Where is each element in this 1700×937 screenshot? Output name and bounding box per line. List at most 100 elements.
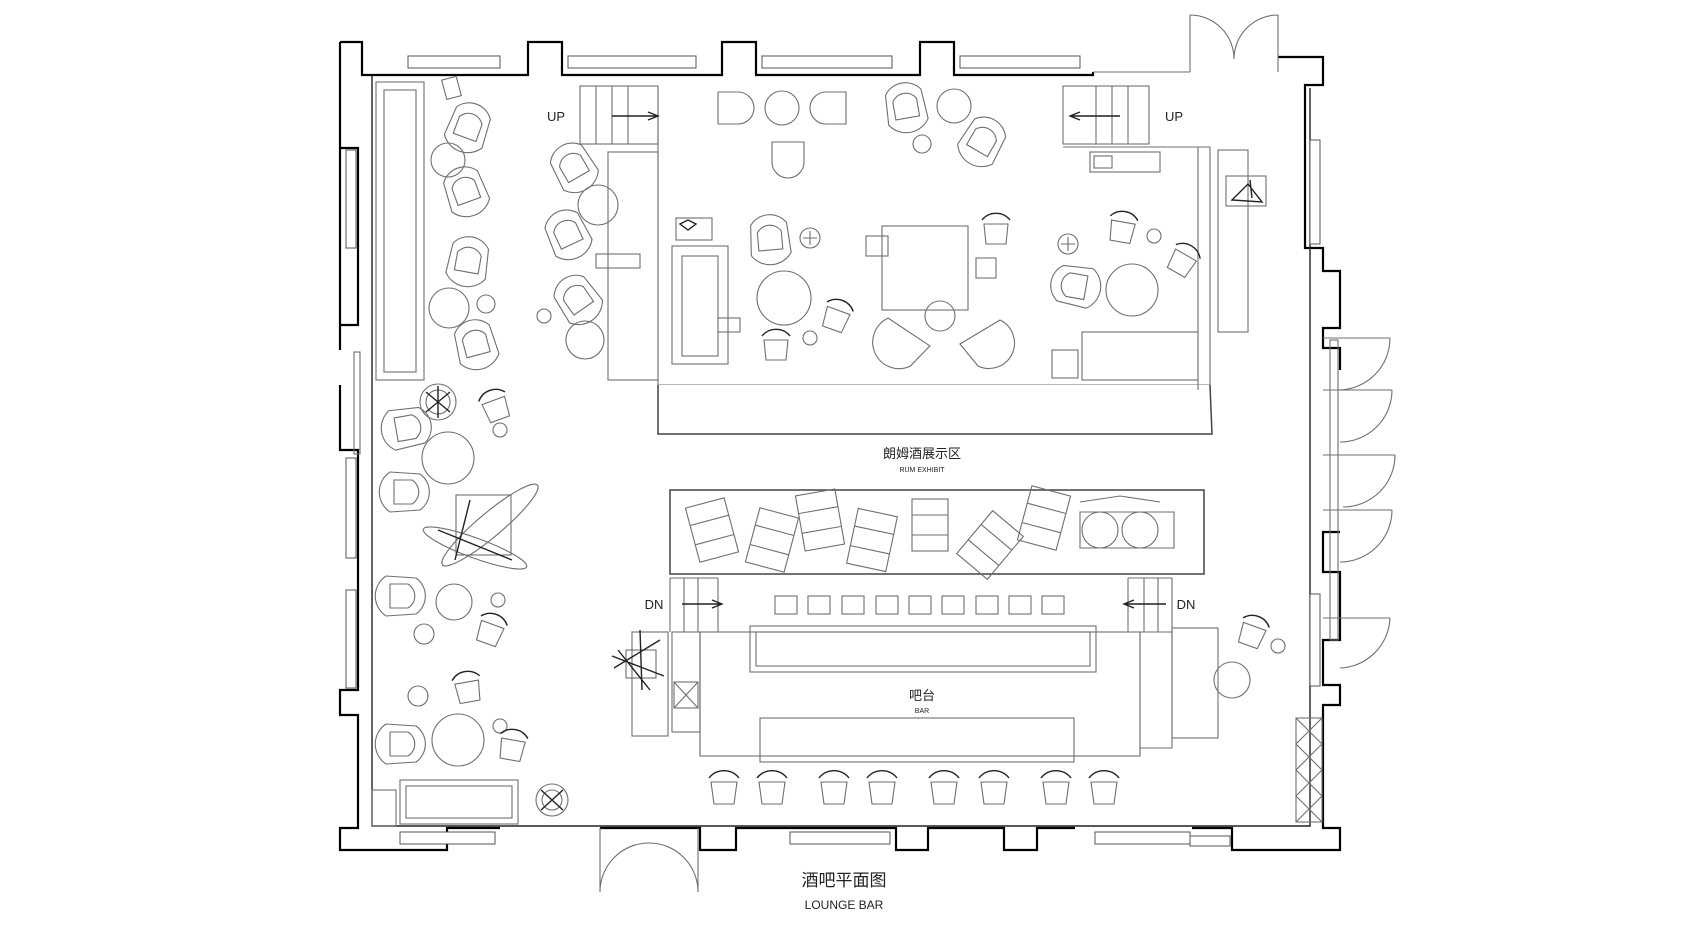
stair-up-left-label: UP <box>547 109 565 124</box>
barrel <box>684 497 740 563</box>
small-stool <box>802 330 818 346</box>
central-display-table <box>881 225 969 311</box>
window <box>399 831 496 845</box>
bar-plant <box>611 629 665 691</box>
plan-title-cn: 酒吧平面图 <box>802 871 887 890</box>
bar-label-cn: 吧台 <box>909 688 935 703</box>
exhibit-right-sofa <box>1081 331 1199 381</box>
dining-chair <box>451 670 481 705</box>
small-stool <box>476 294 496 314</box>
lounge-chair <box>957 116 1007 168</box>
window <box>345 149 357 249</box>
door-top-right <box>1093 14 1279 73</box>
lounge-chair <box>380 406 432 451</box>
round-table <box>1213 661 1251 699</box>
back-bar-stools <box>774 595 1065 615</box>
bar-stool <box>708 769 740 805</box>
storage-rack-mark <box>1295 717 1323 823</box>
dining-chair <box>1166 242 1201 279</box>
door-right-3 <box>1323 617 1391 669</box>
small-stool <box>536 308 552 324</box>
lounge-chair <box>1050 264 1102 309</box>
art-sculpture <box>1230 179 1264 203</box>
bar-stool <box>1088 769 1120 805</box>
bar-stool <box>866 769 898 805</box>
stair-down-left-label: DN <box>645 597 664 612</box>
back-bar-stool <box>875 595 899 615</box>
counter-ledge <box>607 151 659 381</box>
bar-stool <box>1040 769 1072 805</box>
bar-cabinet <box>673 681 699 709</box>
back-bar-stool <box>1008 595 1032 615</box>
dining-chair <box>478 388 511 424</box>
round-table <box>431 713 485 767</box>
bar-label-en: BAR <box>915 708 929 715</box>
window <box>345 457 357 559</box>
right-display <box>1217 149 1267 333</box>
stair-up-right-label: UP <box>1165 109 1183 124</box>
stair-down-left <box>669 577 724 632</box>
back-bar-stool <box>941 595 965 615</box>
window <box>789 831 891 845</box>
wall-cabinet <box>1089 151 1161 173</box>
barrel-display-wall <box>669 489 1205 575</box>
cube-mark <box>1093 155 1113 169</box>
ledge-panel <box>595 253 641 269</box>
lounge-chair <box>453 319 500 371</box>
lounge-chair <box>553 274 603 326</box>
side-block <box>975 257 997 279</box>
window <box>1309 593 1321 687</box>
decorative-plant <box>419 383 457 421</box>
window <box>1189 835 1231 847</box>
bottom-sofa-cushion <box>405 785 513 819</box>
back-bar-stool <box>908 595 932 615</box>
lounge-chair <box>443 102 491 154</box>
stool-mark <box>1061 237 1075 251</box>
back-bar-stool <box>807 595 831 615</box>
left-lounge <box>371 75 659 827</box>
dining-chair <box>981 212 1011 245</box>
rum-exhibit-label-en: RUM EXHIBIT <box>899 467 945 474</box>
bar-stool <box>928 769 960 805</box>
bottom-sofa <box>399 779 519 825</box>
round-table <box>430 142 466 178</box>
armchair <box>717 91 755 125</box>
bar-counter <box>699 631 1173 757</box>
round-table <box>756 270 812 326</box>
front-bar-stools <box>708 769 1120 805</box>
lounge-chair <box>374 723 426 765</box>
lounge-chair <box>549 142 599 194</box>
armchair <box>809 91 847 125</box>
small-stool <box>492 718 508 734</box>
lounge-chair <box>544 209 593 261</box>
bar-front-counter <box>759 717 1075 763</box>
dining-chair <box>761 328 791 361</box>
cube-mark <box>678 219 698 231</box>
bar-stool <box>818 769 850 805</box>
round-table <box>577 184 619 226</box>
banquette-cushion <box>383 89 417 373</box>
window <box>345 589 357 689</box>
cube-side-table <box>371 789 397 827</box>
banquette-sofa <box>375 81 425 381</box>
bar-side-cabinet <box>631 631 669 737</box>
door-frame-right <box>1329 339 1339 641</box>
wall-outline <box>338 40 1342 852</box>
round-table <box>421 431 475 485</box>
back-bar-stool <box>841 595 865 615</box>
door-right-2 <box>1323 454 1396 563</box>
cube-side-table <box>1051 349 1079 379</box>
door-bottom <box>599 828 699 893</box>
round-table <box>435 583 473 621</box>
bar-back-station <box>749 625 1097 673</box>
stool-mark <box>803 231 817 245</box>
lounge-chair <box>884 82 929 134</box>
dining-chair <box>1109 210 1139 245</box>
barrel <box>955 509 1025 581</box>
barrel <box>845 507 899 573</box>
stair-up-left <box>579 85 660 145</box>
window <box>761 55 893 69</box>
armchair <box>771 141 805 179</box>
barrel <box>794 488 846 552</box>
dining-chair <box>821 298 854 334</box>
